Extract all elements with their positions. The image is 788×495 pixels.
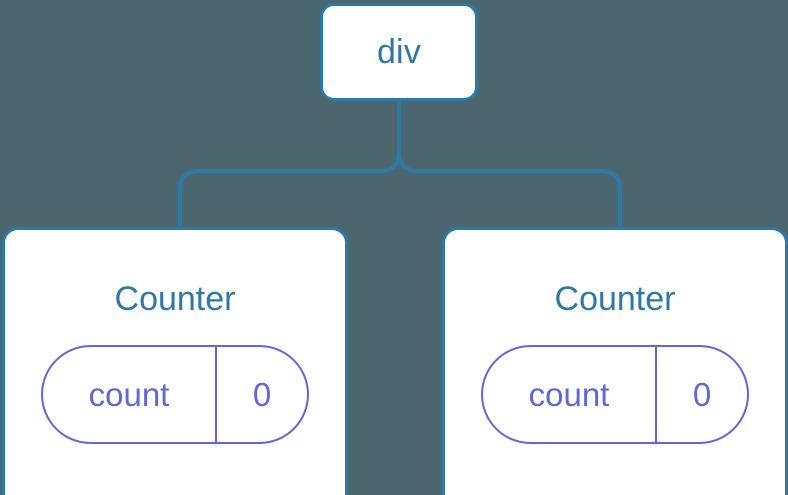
node-div[interactable]: div (320, 3, 478, 101)
state-pill[interactable]: count 0 (41, 345, 309, 444)
state-key-cell: count (43, 347, 217, 442)
state-key-cell: count (483, 347, 657, 442)
state-value-cell: 0 (217, 347, 307, 442)
state-value-label: 0 (692, 376, 712, 413)
component-title: Counter (114, 280, 236, 318)
connector-to-right-child (397, 151, 622, 230)
connector-to-left-child (178, 151, 401, 230)
state-key-label: count (88, 376, 170, 413)
node-counter-right[interactable]: Counter count 0 (442, 227, 788, 495)
state-value-cell: 0 (657, 347, 747, 442)
state-key-label: count (528, 376, 610, 413)
node-div-label: div (376, 33, 422, 71)
component-title: Counter (554, 280, 676, 318)
state-value-label: 0 (252, 376, 272, 413)
node-counter-left[interactable]: Counter count 0 (2, 227, 348, 495)
state-pill[interactable]: count 0 (481, 345, 749, 444)
